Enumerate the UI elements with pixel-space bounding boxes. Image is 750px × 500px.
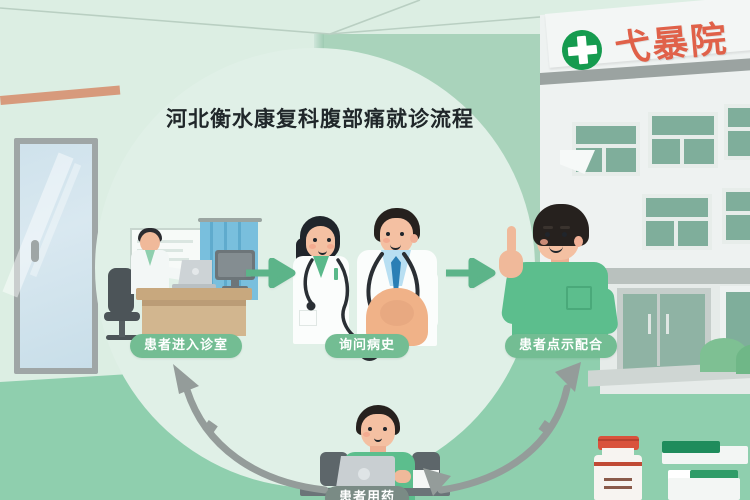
patient4-neck	[370, 446, 386, 456]
desk-top	[136, 288, 252, 300]
page-title: 河北衡水康复科腹部痛就诊流程	[166, 107, 474, 131]
doctor-collar	[145, 250, 155, 266]
medicine-box-2	[668, 478, 740, 500]
bush-icon	[736, 344, 750, 374]
flow-arrow-4-return	[173, 364, 329, 494]
patient-hand	[499, 250, 523, 278]
male-doctor-cheek	[383, 238, 390, 243]
building-window	[642, 194, 712, 250]
frame-line	[137, 240, 193, 243]
male-doctor-eye	[400, 232, 404, 236]
patient-eye	[545, 232, 550, 237]
medicine-bottle-neck	[602, 448, 634, 458]
female-doctor-cheek	[327, 244, 334, 249]
coat-pocket	[299, 310, 317, 326]
office-chair-back	[108, 268, 134, 314]
patient-eyebrow	[560, 226, 570, 229]
step-label-3[interactable]: 患者点示配合	[505, 334, 618, 358]
desk-edge-shadow	[142, 300, 246, 306]
doctor-head	[140, 232, 160, 253]
patient4-eye	[383, 427, 387, 431]
flow-arrow-3-forward	[423, 362, 581, 496]
building-window	[724, 104, 750, 160]
patient4-eye	[368, 427, 372, 431]
abdomen-shading	[380, 300, 414, 326]
medicine-box-1-lid	[662, 441, 720, 453]
entrance-door-divider	[657, 288, 660, 366]
pointing-index-finger-icon	[507, 226, 516, 254]
patient-ear	[574, 236, 583, 247]
female-doctor-smile	[318, 248, 327, 255]
curtain-rod	[198, 218, 262, 222]
flow-arrow-2	[446, 258, 496, 288]
hospital-sign-text: 弋暴院	[612, 19, 730, 70]
medicine-bottle-label-line	[604, 478, 632, 481]
patient-eye	[562, 232, 567, 237]
patient-smile	[549, 244, 563, 253]
female-doctor-eye	[313, 238, 317, 242]
female-doctor-stethoscope	[303, 258, 355, 334]
laptop4-logo-icon	[358, 468, 370, 480]
entrance-door-handle-left[interactable]	[648, 314, 651, 334]
laptop-logo-icon	[192, 268, 199, 275]
entrance-canopy	[600, 268, 750, 286]
door-handle-icon[interactable]	[31, 240, 39, 262]
patient4-cheek	[363, 432, 370, 437]
male-doctor-eye	[386, 232, 390, 236]
medicine-bottle-cap-ridge	[598, 439, 639, 441]
laptop-keyboard	[172, 284, 216, 289]
medicine-bottle-label-line	[604, 486, 632, 489]
office-chair-seat	[104, 312, 140, 321]
building-window	[648, 112, 718, 168]
office-chair-base	[106, 335, 138, 340]
step-label-1[interactable]: 患者进入诊室	[130, 334, 243, 358]
monitor-stand	[231, 280, 239, 288]
desk-body	[142, 300, 246, 336]
patient-eyebrow	[543, 226, 553, 229]
building-window	[722, 188, 750, 244]
patient-cheek	[540, 239, 548, 245]
patient4-mouth	[374, 436, 382, 442]
shirt-pocket	[566, 286, 592, 310]
flow-arrow-1	[246, 258, 296, 288]
female-doctor-cheek	[309, 244, 316, 249]
patient4-hand	[394, 470, 411, 483]
step-label-2[interactable]: 询问病史	[325, 334, 410, 358]
step-label-4[interactable]: 患者用药	[325, 486, 410, 500]
entrance-double-door[interactable]	[617, 288, 711, 378]
male-doctor-necktie	[391, 256, 401, 292]
female-doctor-eye	[327, 238, 331, 242]
coat-pen-icon	[334, 268, 338, 280]
entrance-door-handle-right[interactable]	[666, 314, 669, 334]
medicine-bottle-stripe	[594, 462, 642, 466]
male-doctor-ear	[410, 234, 418, 243]
office-chair-post	[119, 321, 125, 337]
male-doctor-smile	[390, 242, 401, 250]
patient4-face	[361, 414, 395, 448]
